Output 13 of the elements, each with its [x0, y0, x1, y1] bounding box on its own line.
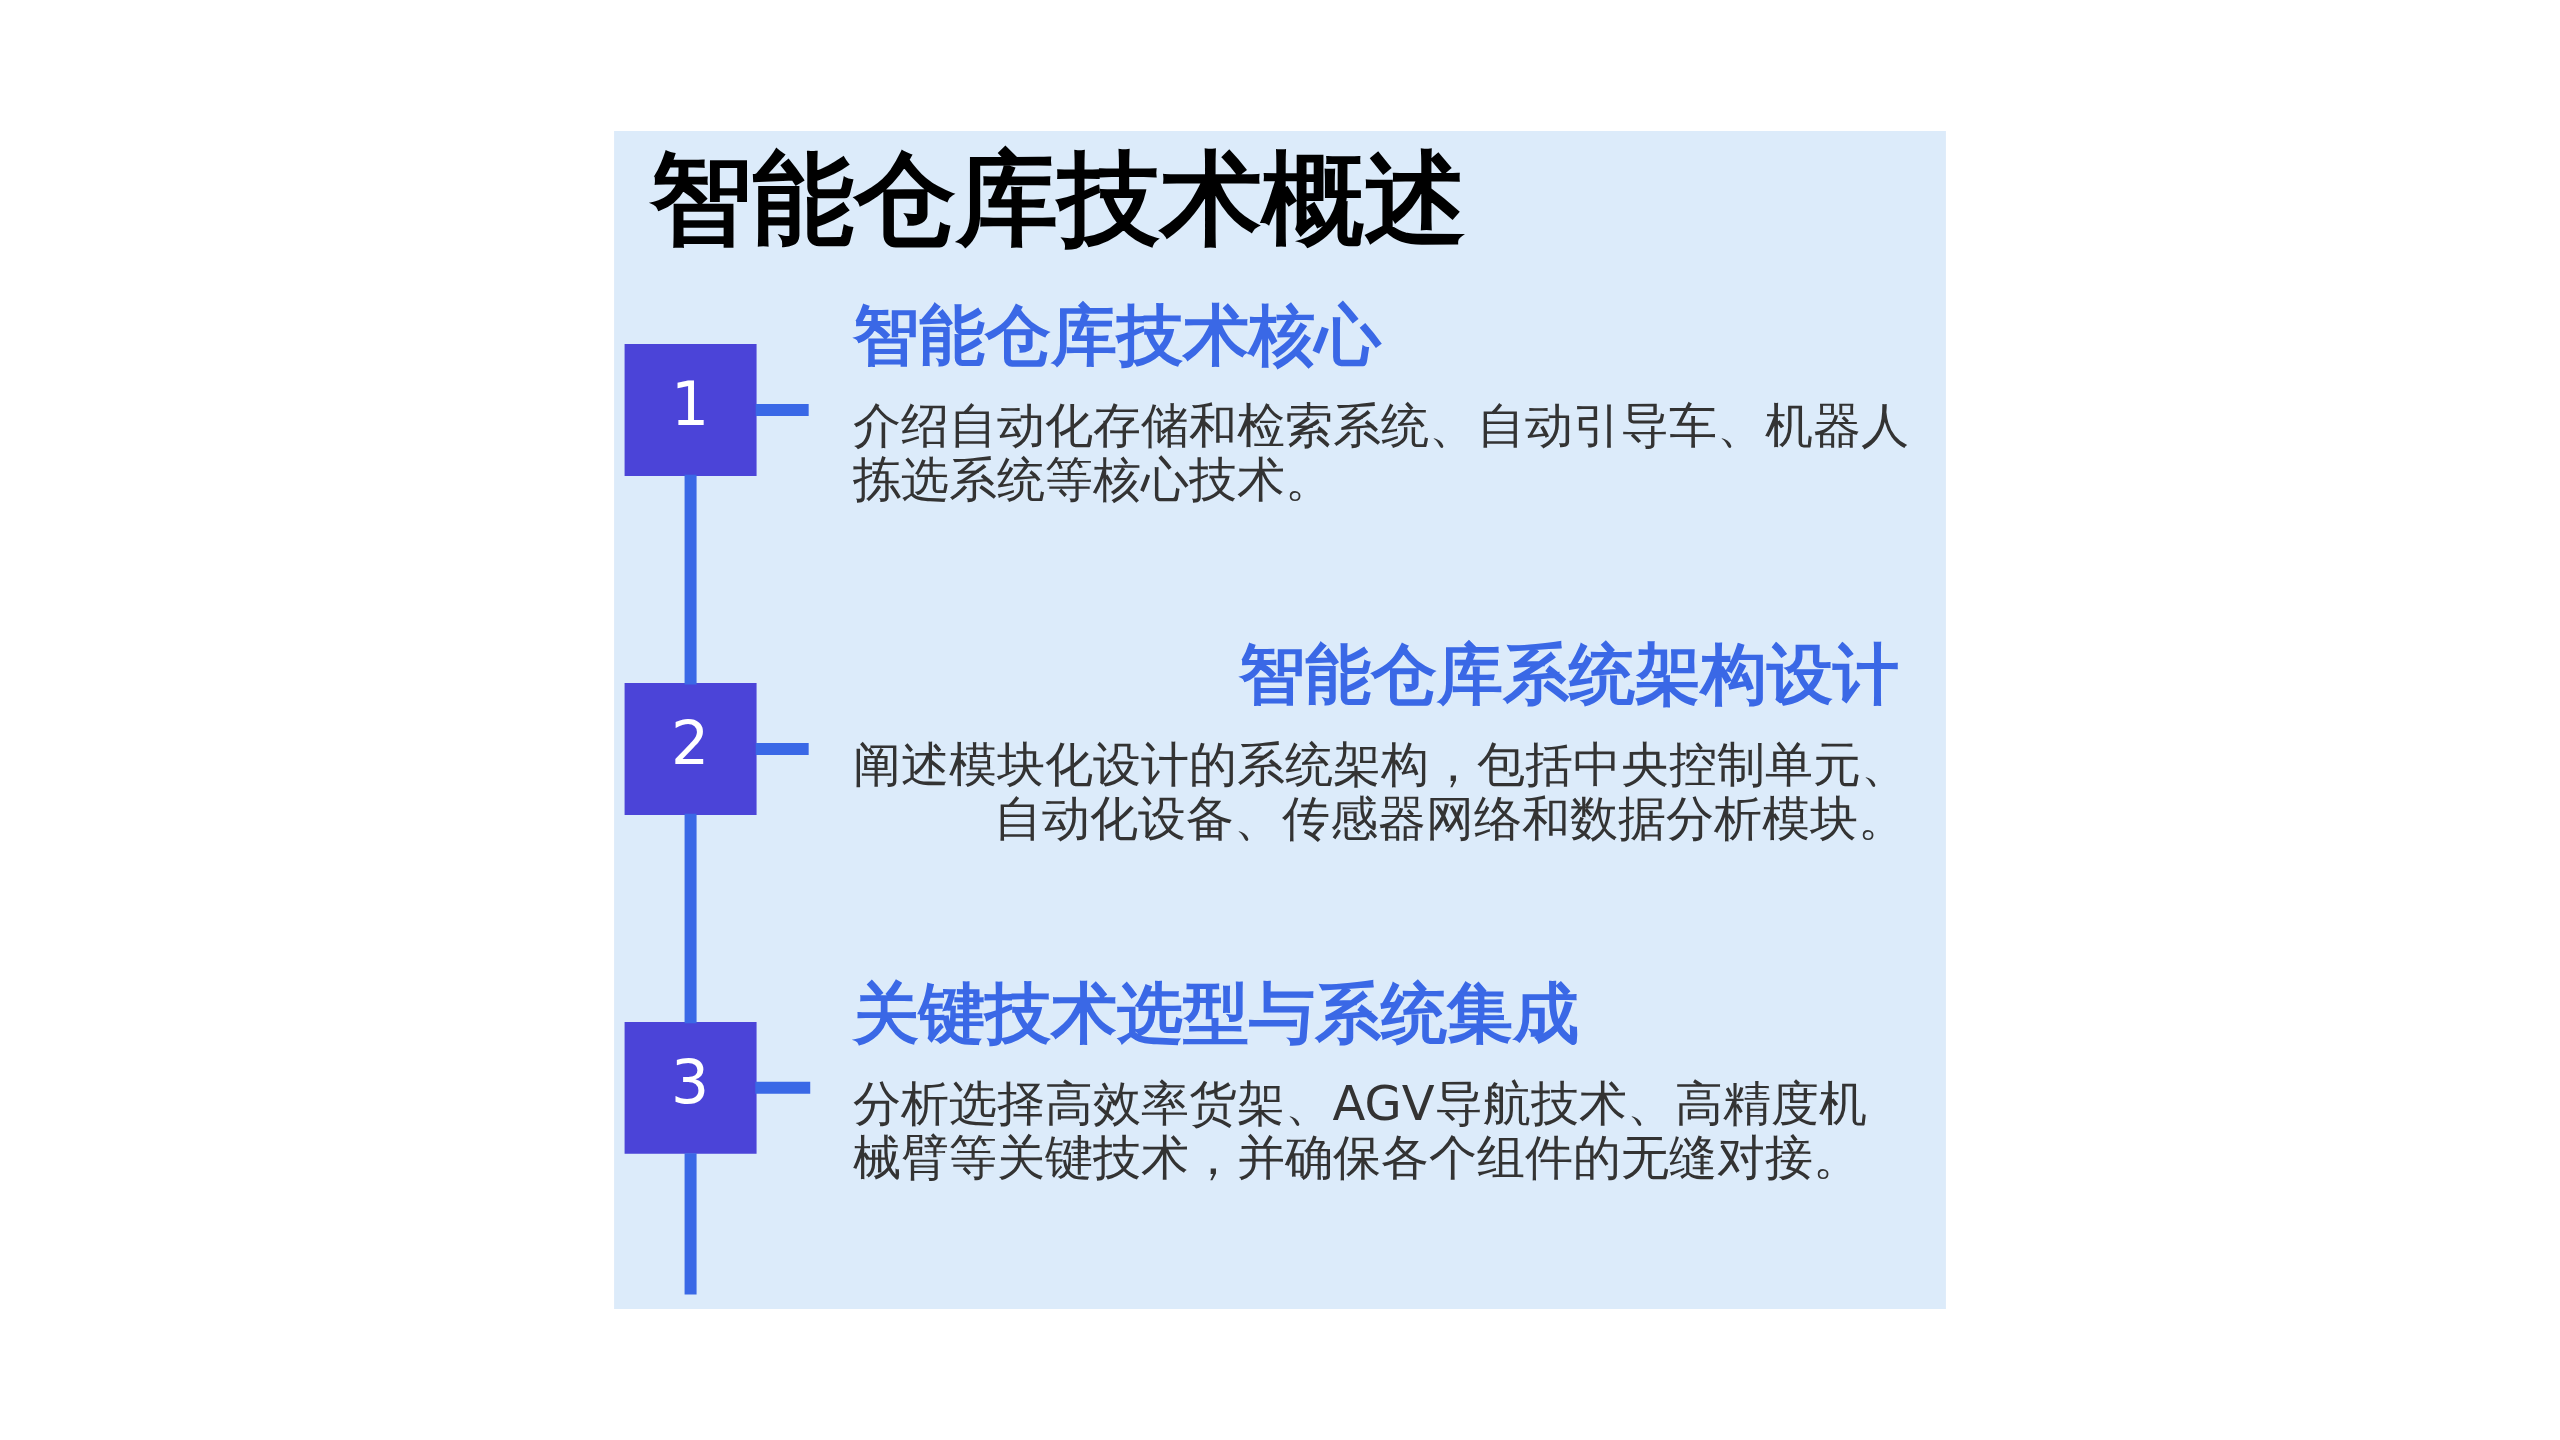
- connector: [684, 813, 697, 1024]
- connector: [684, 1153, 697, 1295]
- node-box: 3: [624, 1021, 757, 1154]
- connector: [755, 1081, 811, 1094]
- node-text: 智能仓库技术核心 介绍自动化存储和检索系统、自动引导车、机器人拣选系统等核心技术。: [852, 296, 1909, 508]
- connector: [684, 474, 697, 685]
- connector: [755, 742, 809, 755]
- diagram-title: 智能仓库技术概述: [650, 138, 1467, 258]
- node-text: 关键技术选型与系统集成 分析选择高效率货架、AGV导航技术、高精度机械臂等关键技术，并确保各个组件的无缝对接。: [852, 974, 1867, 1186]
- node-text: 智能仓库系统架构设计 阐述模块化设计的系统架构，包括中央控制单元、自动化设备、传感器网络和数据分析模块。: [852, 635, 1909, 847]
- node-box: 1: [624, 343, 757, 476]
- connector: [755, 403, 809, 416]
- node-box: 2: [624, 682, 757, 815]
